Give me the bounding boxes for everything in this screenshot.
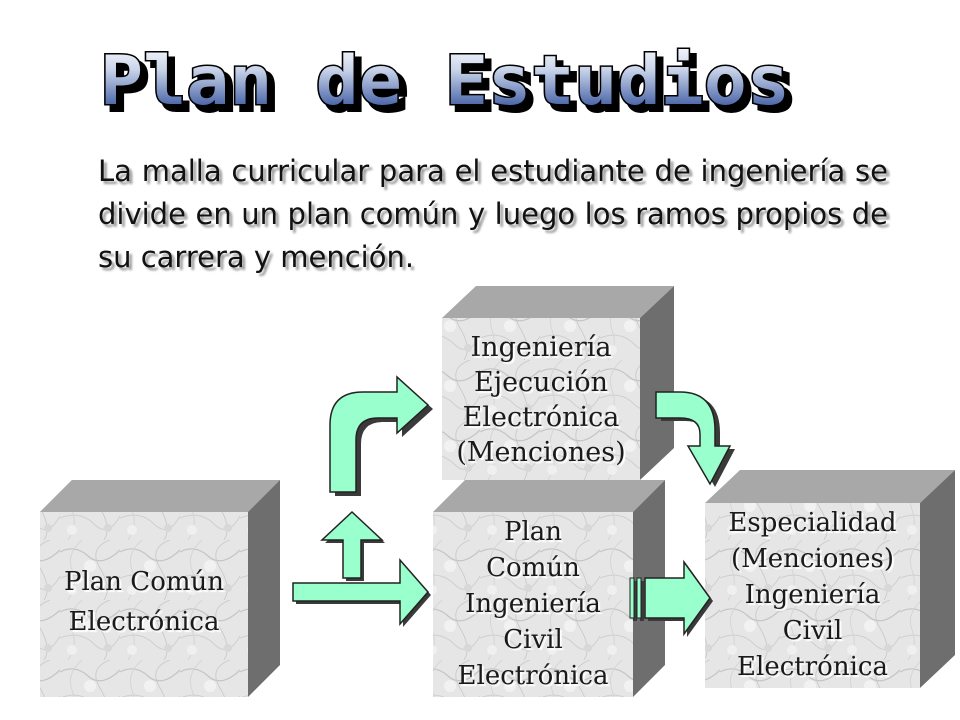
- box-plan-comun: [40, 480, 280, 697]
- page-title: Plan de Estudios Plan de Estudios: [99, 41, 799, 130]
- label-line: Ejecución: [474, 367, 608, 398]
- arrow-curved-to-especialidad: [655, 391, 735, 487]
- arrow-bent-to-ejecucion: [329, 375, 433, 496]
- arrow-right-to-civil: [292, 558, 431, 627]
- box-especialidad: [705, 470, 955, 688]
- label-line: (Menciones): [730, 544, 895, 574]
- box-ejecucion: [442, 286, 674, 480]
- label-line: Electrónica: [462, 402, 620, 433]
- label-line: (Menciones): [456, 437, 626, 468]
- label-line: Especialidad: [728, 508, 897, 538]
- label-plan-comun: Plan Común Electrónica: [40, 562, 248, 642]
- label-line: Plan: [503, 517, 563, 547]
- label-line: Electrónica: [68, 607, 220, 637]
- label-civil: Plan Común Ingeniería Civil Electrónica: [433, 514, 633, 694]
- label-line: Ingeniería: [744, 580, 881, 610]
- label-line: Ingeniería: [465, 589, 601, 619]
- intro-paragraph: La malla curricular para el estudiante d…: [98, 154, 888, 274]
- label-line: Electrónica: [457, 661, 609, 691]
- label-line: Común: [486, 553, 580, 583]
- arrow-up: [320, 510, 385, 581]
- label-line: Plan Común: [63, 567, 224, 597]
- title-shadow: Plan de Estudios: [106, 48, 796, 127]
- label-line: Ingeniería: [470, 332, 612, 363]
- label-ejecucion: Ingeniería Ejecución Electrónica (Mencio…: [442, 330, 640, 470]
- label-line: Civil: [503, 625, 563, 655]
- arrow-striped-to-especialidad: [629, 559, 713, 637]
- label-line: Civil: [782, 616, 843, 646]
- label-line: Electrónica: [737, 652, 888, 682]
- label-especialidad: Especialidad (Menciones) Ingeniería Civi…: [705, 505, 920, 685]
- title-text: Plan de Estudios: [100, 42, 790, 121]
